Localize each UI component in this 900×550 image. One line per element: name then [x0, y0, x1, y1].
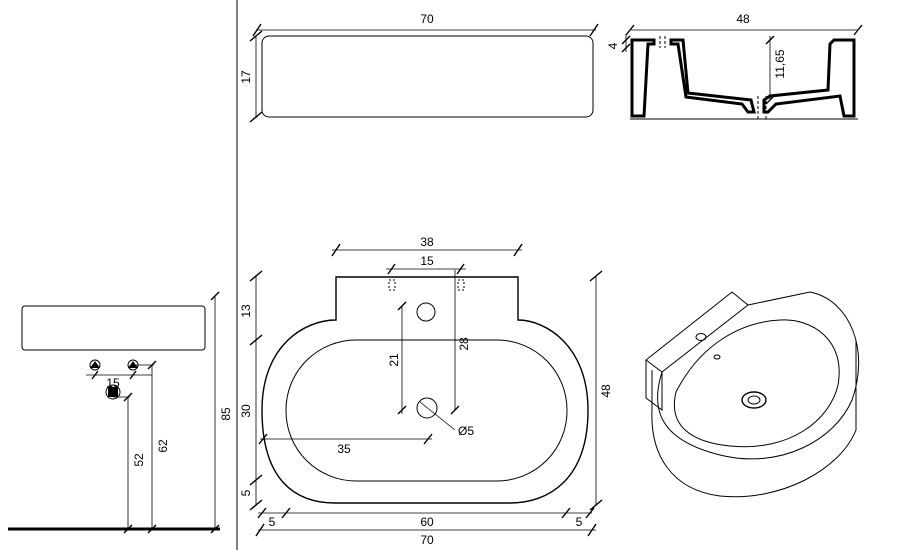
dim-back-ledge: 13 — [239, 304, 253, 318]
iso-faucet-hole — [695, 333, 707, 341]
dim-trap-height: 62 — [156, 439, 170, 453]
iso-drain — [741, 391, 767, 409]
isometric-view — [645, 291, 860, 498]
dim-section-depth: 48 — [736, 12, 750, 26]
dim-total-height: 85 — [219, 407, 233, 421]
iso-rim-outer — [657, 291, 860, 460]
plan-view: 38 15 13 30 5 21 28 35 Ø5 — [239, 235, 613, 547]
section-view: 48 4 11,65 — [606, 12, 863, 120]
dim-front-height: 17 — [239, 70, 253, 84]
plan-basin-bowl — [285, 339, 568, 482]
front-basin-outline — [261, 35, 594, 118]
drain-outlet-symbol — [105, 384, 121, 400]
dim-side-width: 15 — [106, 376, 120, 390]
drain-hole — [416, 397, 438, 419]
pipe-connector-left — [89, 359, 101, 371]
faucet-hole — [416, 302, 436, 322]
dim-right-margin: 5 — [576, 515, 583, 529]
side-basin-outline — [21, 305, 206, 351]
front-view: 70 17 — [239, 12, 599, 123]
fixing-hole-right — [457, 279, 465, 291]
section-basin-left — [669, 38, 756, 114]
dim-overall-width: 70 — [420, 533, 434, 547]
dim-ledge-to-drain: 28 — [457, 337, 471, 351]
dim-left-margin: 5 — [269, 515, 276, 529]
iso-body-side — [651, 340, 857, 498]
dim-front-margin: 5 — [239, 489, 253, 496]
dim-tap-width: 38 — [420, 235, 434, 249]
iso-back-ledge — [645, 291, 749, 373]
dim-section-rim: 4 — [606, 42, 620, 49]
dim-overall-depth: 48 — [599, 384, 613, 398]
iso-overflow-hole — [713, 354, 721, 360]
dim-front-width: 70 — [420, 12, 434, 26]
iso-bowl-inner — [674, 319, 840, 448]
dim-drain-height: 52 — [132, 453, 146, 467]
dim-basin-depth: 30 — [239, 404, 253, 418]
section-basin-right — [762, 38, 856, 118]
plan-outer-outline — [261, 276, 589, 504]
dim-section-basin-depth: 11,65 — [773, 49, 787, 78]
dim-holes-spacing: 15 — [420, 254, 434, 268]
fixing-hole-left — [388, 279, 396, 291]
side-view: 15 52 62 85 — [8, 291, 233, 534]
dim-half-width: 35 — [337, 442, 351, 456]
drain-diameter-label: Ø5 — [458, 424, 474, 438]
dim-basin-width: 60 — [420, 515, 434, 529]
section-wall-left — [630, 38, 656, 118]
dim-tap-to-drain: 21 — [387, 353, 401, 367]
